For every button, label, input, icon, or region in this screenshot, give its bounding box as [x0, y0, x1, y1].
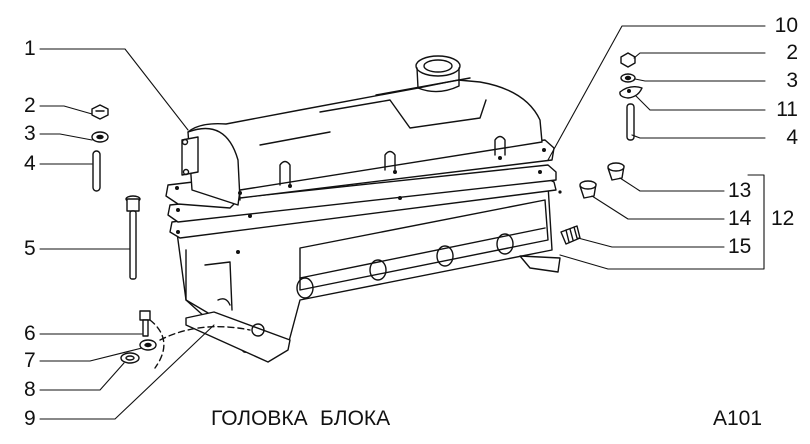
callout-6: 6	[24, 322, 36, 345]
leader-lines	[39, 25, 766, 420]
figure-code: A101	[713, 407, 763, 430]
cylinder-head-illustration	[149, 55, 562, 369]
callout-3-right: 3	[786, 69, 798, 92]
caption-title-part1: ГОЛОВКА	[211, 407, 308, 430]
callout-8: 8	[24, 378, 36, 401]
right-hardware	[560, 52, 643, 245]
callout-4-left: 4	[24, 152, 36, 175]
callout-5: 5	[24, 237, 36, 260]
callout-2-left: 2	[24, 94, 36, 117]
caption-title-part2: БЛОКА	[320, 407, 391, 430]
callout-12-group: 12	[771, 207, 795, 230]
callout-13: 13	[728, 179, 752, 202]
callout-14: 14	[728, 207, 752, 230]
callout-15: 15	[728, 235, 752, 258]
callout-2-right: 2	[786, 41, 798, 64]
left-hardware	[91, 104, 157, 364]
callout-11: 11	[776, 98, 798, 121]
callout-4-right: 4	[786, 126, 798, 149]
callout-9: 9	[24, 407, 36, 430]
callout-3-left: 3	[24, 122, 36, 145]
callout-1: 1	[24, 37, 36, 60]
callout-7: 7	[24, 349, 36, 372]
callout-10: 10	[774, 14, 798, 37]
